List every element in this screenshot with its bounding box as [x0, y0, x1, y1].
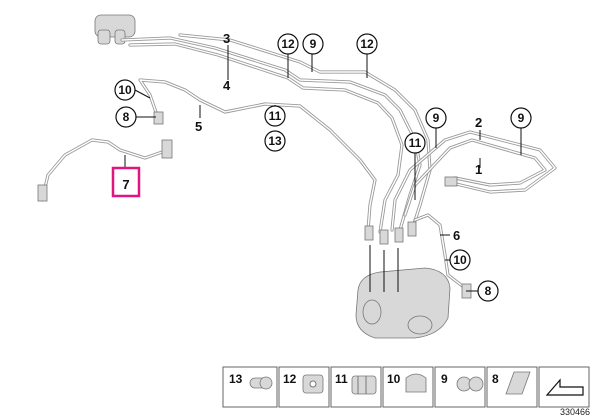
abs-hydraulic-unit: [355, 267, 451, 339]
callout-circle-9a: [302, 33, 324, 55]
callout-circle-8a: [115, 106, 137, 128]
callout-8b: 8: [485, 284, 492, 298]
callout-7[interactable]: 7: [122, 177, 129, 192]
callout-12a: 12: [281, 37, 295, 51]
callout-10b: 10: [453, 253, 467, 267]
highlight-box-7: [111, 166, 141, 198]
callout-5: 5: [195, 119, 202, 134]
callout-circle-13: [264, 130, 286, 152]
legend-label-13: 13: [229, 372, 243, 386]
pipe-clip-icon: [456, 376, 484, 392]
callout-circle-10b: [449, 249, 471, 271]
callout-12b: 12: [360, 37, 374, 51]
callout-11a: 11: [269, 109, 282, 123]
callout-circle-8b: [477, 280, 499, 302]
legend-label-9: 9: [441, 372, 448, 386]
callout-4: 4: [223, 78, 231, 93]
callout-11b: 11: [409, 136, 422, 150]
brake-master-fitting: [94, 14, 136, 45]
pipe-clip-double-icon: [302, 374, 324, 394]
legend-label-10: 10: [387, 372, 401, 386]
callout-1: 1: [475, 162, 482, 177]
callout-circle-9b: [425, 107, 447, 129]
callout-circle-12b: [356, 33, 378, 55]
callout-8a: 8: [123, 110, 130, 124]
back-arrow-icon[interactable]: [545, 378, 584, 396]
brake-pipes: [37, 33, 557, 299]
holder-icon: [405, 373, 427, 393]
diagram-id: 330466: [560, 407, 590, 417]
callout-circle-9c: [510, 107, 532, 129]
callout-9b: 9: [433, 111, 440, 125]
callout-circle-12a: [277, 33, 299, 55]
callout-circle-11a: [264, 105, 286, 127]
callout-13: 13: [268, 134, 282, 148]
callout-6: 6: [453, 228, 460, 243]
bracket-icon: [505, 371, 531, 395]
callout-circle-10a: [114, 79, 136, 101]
callout-9a: 9: [310, 37, 317, 51]
legend-label-11: 11: [335, 372, 348, 386]
callout-10a: 10: [118, 83, 132, 97]
hose-clamp-icon: [249, 376, 273, 390]
legend-label-12: 12: [283, 372, 297, 386]
callout-2: 2: [475, 115, 482, 130]
parts-legend: 13 12 11 10 9 8: [222, 366, 590, 408]
pipe-clip-triple-icon: [351, 375, 377, 395]
callouts: 3 4 12 9 12 10 8 5 11 13 7 9 2 9 11 1 6 …: [111, 31, 532, 302]
legend-label-8: 8: [492, 372, 499, 386]
callout-circle-11b: [404, 132, 426, 154]
callout-9c: 9: [518, 111, 525, 125]
callout-3: 3: [223, 31, 230, 46]
